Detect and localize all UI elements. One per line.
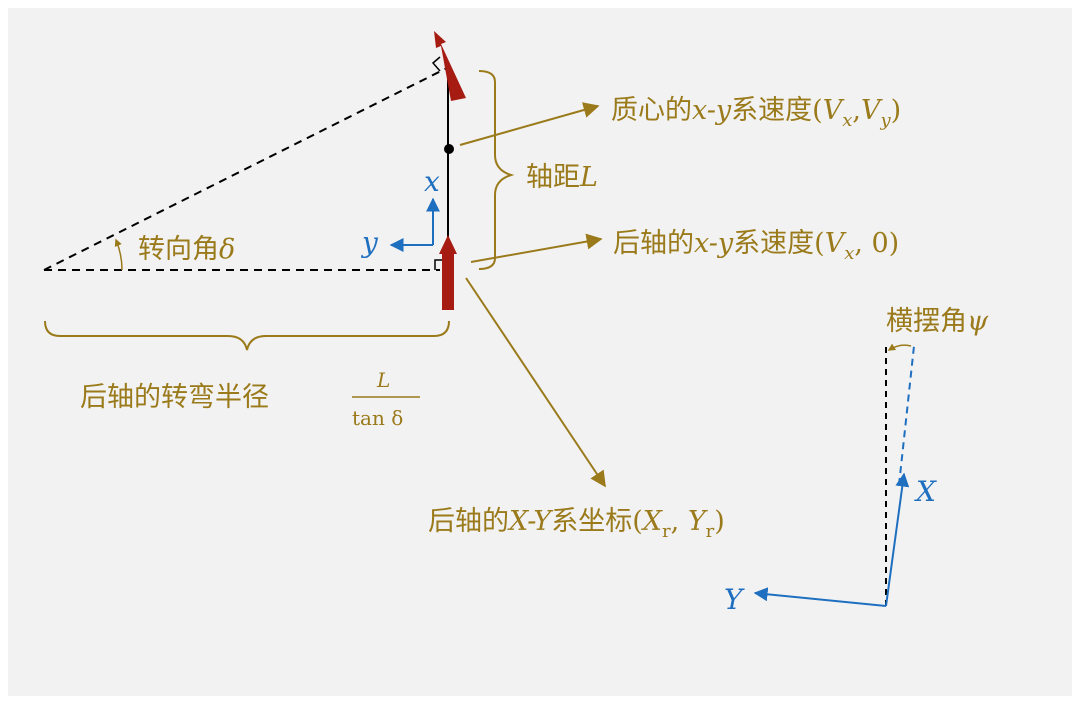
vehicle-x-label: x — [424, 165, 440, 198]
vehicle-y-label: y — [360, 226, 379, 259]
turn-radius-brace — [44, 320, 450, 351]
wheelbase-brace — [478, 70, 515, 270]
global-X-axis — [885, 472, 910, 607]
cg-velocity-label: 质心的x-y系速度(Vx,Vy) — [611, 95, 901, 131]
front-wheel-dashed-line — [43, 67, 448, 271]
rear-velocity-label: 后轴的x-y系速度(Vx, 0) — [613, 228, 899, 264]
cg-velocity-arrow — [459, 102, 600, 146]
rear-wheel-arrowhead — [439, 235, 457, 254]
wheelbase-label: 轴距L — [526, 162, 598, 193]
turn-radius-denominator: tan δ — [352, 406, 403, 430]
global-Y-axis — [753, 587, 887, 607]
steer-angle-arc — [114, 238, 123, 271]
turn-radius-numerator: L — [376, 368, 390, 392]
turn-radius-label: 后轴的转弯半径 — [80, 382, 269, 413]
yaw-angle-arc — [887, 343, 912, 351]
center-of-gravity-dot — [444, 144, 454, 154]
steer-angle-label: 转向角δ — [138, 234, 235, 265]
rear-coords-arrow — [465, 277, 606, 488]
rear-velocity-arrow — [470, 233, 603, 263]
global-X-label: X — [914, 475, 937, 508]
rear-wheel-bar — [442, 252, 454, 310]
rear-coords-label: 后轴的X-Y系坐标(Xr, Yr) — [428, 506, 725, 542]
right-angle-marker-front — [431, 56, 441, 72]
front-wheel-arrow — [434, 31, 466, 101]
global-Y-label: Y — [724, 583, 745, 616]
yaw-angle-label: 横摆角ψ — [886, 306, 989, 337]
